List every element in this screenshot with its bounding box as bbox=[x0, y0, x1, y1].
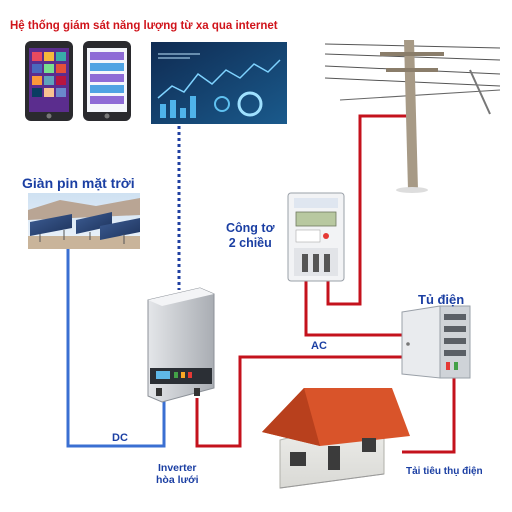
load-label: Tải tiêu thụ điện bbox=[406, 466, 483, 477]
dc-wire bbox=[66, 248, 166, 448]
inverter-label: Inverter hòa lưới bbox=[156, 462, 199, 486]
power-pole-icon bbox=[324, 40, 501, 193]
ac-label: AC bbox=[311, 340, 327, 352]
inverter-label-line2: hòa lưới bbox=[156, 474, 199, 486]
meter-label-line1: Công tơ bbox=[226, 221, 275, 235]
energy-meter-icon bbox=[287, 192, 345, 282]
phone-app-icon bbox=[25, 41, 131, 121]
meter-label: Công tơ 2 chiều bbox=[226, 221, 274, 251]
inverter-icon bbox=[147, 287, 215, 403]
dc-label: DC bbox=[112, 432, 128, 444]
electrical-cabinet-icon bbox=[401, 305, 471, 379]
inverter-label-line1: Inverter bbox=[157, 462, 197, 474]
cabinet-label: Tủ điện bbox=[418, 292, 465, 307]
solar-array-icon bbox=[28, 193, 140, 249]
diagram-title: Hệ thống giám sát năng lượng từ xa qua i… bbox=[10, 20, 278, 32]
house-icon bbox=[262, 388, 410, 489]
solar-array-label: Giàn pin mặt trời bbox=[22, 175, 135, 191]
dashboard-screen-icon bbox=[151, 42, 287, 124]
meter-label-line2: 2 chiều bbox=[228, 236, 272, 250]
ac-wires bbox=[195, 114, 456, 454]
